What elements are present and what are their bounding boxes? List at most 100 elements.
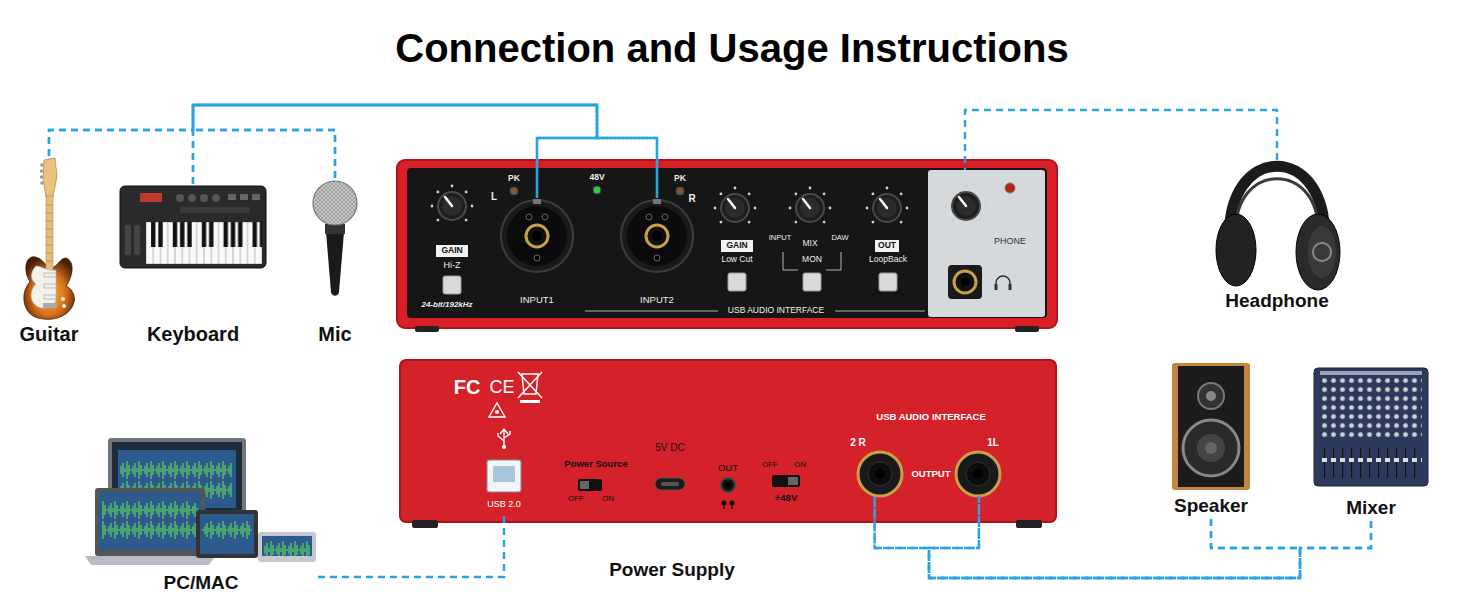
interface-back bbox=[973, 469, 983, 479]
interface-front bbox=[875, 240, 899, 252]
device-label: Keyboard bbox=[147, 323, 239, 346]
panel-label: Low Cut bbox=[721, 255, 752, 265]
device-label: PC/MAC bbox=[164, 572, 239, 594]
guitar-illustration bbox=[44, 273, 56, 277]
dashed-connector bbox=[193, 105, 657, 198]
panel-label: 48V bbox=[589, 173, 604, 183]
interface-front bbox=[621, 199, 693, 272]
mixer-illustration bbox=[1320, 371, 1422, 375]
interface-front bbox=[714, 187, 757, 224]
interface-front bbox=[803, 273, 821, 291]
panel-label: OFF bbox=[762, 460, 778, 469]
interface-back bbox=[868, 462, 892, 486]
interface-front bbox=[721, 240, 753, 252]
keyboard-illustration bbox=[200, 194, 208, 202]
dashed-connector bbox=[318, 511, 504, 577]
mixer-illustration bbox=[1320, 446, 1422, 480]
panel-label: GAIN bbox=[726, 241, 747, 251]
panel-label: CE bbox=[489, 377, 514, 398]
headphone-illustration bbox=[1296, 214, 1340, 290]
headphone-illustration bbox=[1308, 226, 1336, 278]
interface-back bbox=[726, 483, 731, 488]
interface-front bbox=[954, 271, 976, 293]
keyboard-device: Keyboard bbox=[120, 184, 266, 348]
interface-front bbox=[415, 326, 439, 332]
speaker-illustration bbox=[1197, 434, 1225, 462]
dashed-connector bbox=[193, 105, 657, 198]
panel-label: ON bbox=[602, 494, 614, 503]
device-label: Guitar bbox=[20, 323, 79, 346]
computer-illustration bbox=[102, 520, 198, 540]
interface-back bbox=[724, 505, 732, 509]
speaker-illustration bbox=[1172, 363, 1250, 490]
interface-front bbox=[789, 187, 832, 224]
headphone-illustration bbox=[1216, 214, 1256, 286]
mic-illustration bbox=[313, 181, 357, 296]
interface-back bbox=[518, 372, 542, 398]
interface-front bbox=[1009, 284, 1012, 290]
dashed-connector bbox=[49, 105, 597, 198]
guitar-illustration bbox=[62, 304, 66, 308]
interface-front bbox=[783, 252, 841, 270]
device-label: Speaker bbox=[1174, 495, 1248, 517]
computer-illustration bbox=[262, 536, 312, 556]
device-label: Mic bbox=[318, 323, 351, 346]
interface-back bbox=[400, 360, 1056, 522]
speaker-device: Speaker bbox=[1170, 362, 1252, 519]
panel-label: GAIN bbox=[441, 246, 462, 256]
interface-back bbox=[661, 482, 679, 486]
guitar-illustration bbox=[46, 205, 53, 261]
dashed-connector bbox=[193, 105, 597, 198]
dashed-connector bbox=[929, 496, 1300, 578]
interface-back bbox=[520, 400, 540, 403]
interface-front bbox=[431, 185, 474, 222]
panel-label: LoopBack bbox=[869, 255, 907, 265]
computer-device: PC/MAC bbox=[84, 436, 318, 596]
guitar-illustration bbox=[24, 158, 74, 319]
computer-illustration bbox=[202, 520, 252, 540]
keyboard-illustration bbox=[125, 225, 131, 255]
keyboard-illustration bbox=[240, 194, 248, 200]
input-jack: INPUT1 bbox=[499, 198, 575, 307]
interface-back bbox=[722, 501, 727, 506]
mic-illustration bbox=[326, 232, 344, 296]
panel-label: 24-bit/192kHz bbox=[421, 300, 472, 309]
panel-label: DAW bbox=[831, 234, 848, 243]
interface-back bbox=[966, 462, 990, 486]
interface-front bbox=[1005, 183, 1015, 193]
dashed-connector bbox=[929, 496, 1371, 578]
computer-illustration bbox=[258, 532, 316, 562]
computer-illustration bbox=[120, 460, 232, 480]
output-jack: 2 R bbox=[847, 435, 902, 496]
back-panel: FCCEPower SourceOFFON5V DCOUTOFFON+48VUS… bbox=[400, 360, 1056, 522]
guitar-illustration bbox=[43, 158, 57, 197]
interface-front bbox=[443, 276, 461, 294]
keyboard-illustration bbox=[180, 207, 250, 213]
mixer-illustration bbox=[1320, 376, 1422, 439]
interface-back bbox=[412, 520, 438, 528]
panel-label: ON bbox=[794, 460, 806, 469]
interface-front bbox=[676, 187, 684, 195]
interface-back bbox=[580, 481, 589, 489]
guitar-illustration bbox=[43, 303, 57, 308]
device-label: Headphone bbox=[1225, 290, 1328, 312]
panel-label: USB AUDIO INTERFACE bbox=[876, 412, 985, 423]
dashed-connector bbox=[49, 105, 657, 198]
keyboard-illustration bbox=[140, 193, 162, 202]
interface-front bbox=[501, 199, 573, 272]
interface-back bbox=[498, 429, 510, 446]
guitar-illustration bbox=[31, 266, 56, 308]
interface-back bbox=[788, 477, 798, 485]
interface-back bbox=[858, 452, 902, 496]
speaker-illustration bbox=[1206, 391, 1216, 401]
guitar-illustration bbox=[40, 163, 44, 167]
interface-back bbox=[502, 445, 506, 449]
interface-back bbox=[772, 475, 800, 487]
port-label: PHONE bbox=[994, 236, 1026, 246]
panel-label: INPUT bbox=[769, 234, 792, 243]
keyboard-illustration bbox=[188, 194, 196, 202]
panel-label: Hi-Z bbox=[444, 260, 461, 270]
interface-front bbox=[593, 186, 601, 194]
interface-back bbox=[1016, 520, 1042, 528]
keyboard-illustration bbox=[146, 222, 262, 264]
